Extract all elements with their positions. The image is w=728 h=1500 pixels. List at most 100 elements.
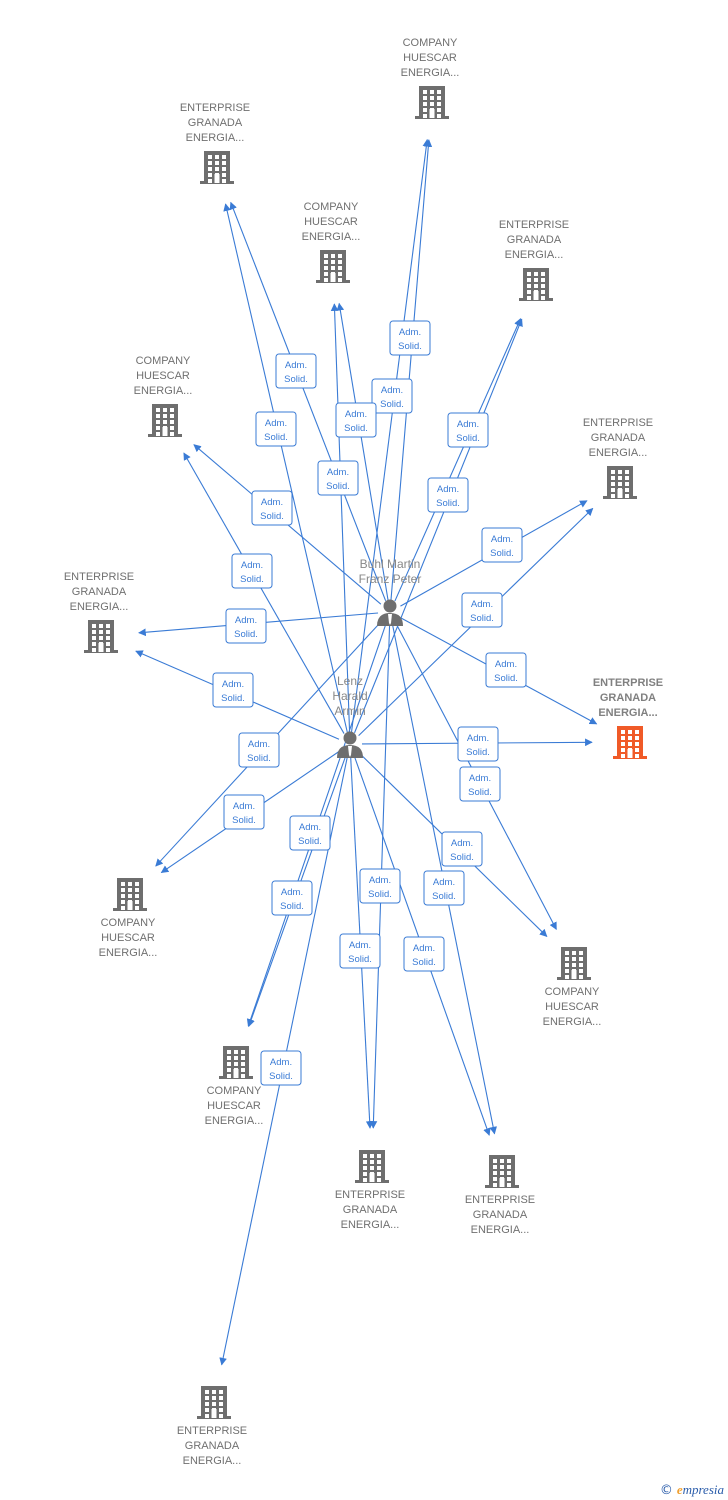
company-label: COMPANY (403, 37, 458, 49)
edge-label-text: Solid. (432, 891, 456, 902)
edge-label-text: Adm. (281, 887, 303, 898)
edge-label-text: Adm. (457, 419, 479, 430)
building-icon (84, 620, 118, 653)
edge-label-text: Solid. (234, 629, 258, 640)
building-icon (603, 466, 637, 499)
building-icon (219, 1046, 253, 1079)
edge-label-text: Solid. (380, 399, 404, 410)
company-label: GRANADA (72, 586, 127, 598)
edge-label-box (447, 412, 489, 448)
edge-label-text: Adm. (235, 615, 257, 626)
edge-label: Adm.Solid. (238, 732, 280, 768)
edge-label-box (225, 608, 267, 644)
edge-label-text: Solid. (456, 433, 480, 444)
edge-label-text: Adm. (265, 418, 287, 429)
company-node[interactable]: ENTERPRISE GRANADA ENERGIA... (64, 571, 134, 653)
edge-label-text: Adm. (451, 838, 473, 849)
company-label: ENTERPRISE (64, 571, 134, 583)
company-label: ENTERPRISE (335, 1189, 405, 1201)
building-icon (519, 268, 553, 301)
person-icon (377, 599, 403, 626)
company-node[interactable]: ENTERPRISEGRANADAENERGIA... (465, 1155, 535, 1236)
edge-label-text: Adm. (261, 497, 283, 508)
edge-p1-c4 (394, 318, 522, 602)
company-label: HUESCAR (207, 1100, 261, 1112)
edge-p1-c2 (229, 201, 387, 602)
company-node[interactable]: ENTERPRISEGRANADAENERGIA... (499, 219, 569, 301)
person-icon (337, 731, 363, 758)
edge-label-box (459, 766, 501, 802)
edge-label: Adm.Solid. (317, 460, 359, 496)
edge-label-text: Solid. (326, 481, 350, 492)
edge-label: Adm.Solid. (339, 933, 381, 969)
edge-label-box (275, 353, 317, 389)
edge-label-text: Solid. (260, 511, 284, 522)
company-node[interactable]: COMPANYHUESCARENERGIA... (302, 201, 361, 283)
edge-label-text: Adm. (241, 560, 263, 571)
company-node[interactable]: COMPANYHUESCARENERGIA... (205, 1046, 264, 1127)
edge-label-text: Solid. (221, 693, 245, 704)
edge-label: Adm.Solid. (459, 766, 501, 802)
company-label: COMPANY (136, 355, 191, 367)
edge-label-box (457, 726, 499, 762)
company-node[interactable]: COMPANY HUESCAR ENERGIA... (99, 878, 158, 959)
edge-label-box (441, 831, 483, 867)
company-label: ENERGIA... (543, 1016, 602, 1028)
company-label: ENERGIA... (598, 707, 657, 719)
edge-label: Adm. Solid. (403, 936, 445, 972)
person-label: Armin (334, 704, 365, 718)
edge-label-box (231, 553, 273, 589)
edge-label: Adm.Solid. (289, 815, 331, 851)
person-label: Lenz (337, 674, 363, 688)
edge-label-box (255, 411, 297, 447)
edge-label-box (423, 870, 465, 906)
company-node[interactable]: COMPANYHUESCARENERGIA... (543, 947, 602, 1028)
edge-label: Adm.Solid. (223, 794, 265, 830)
edge-label-text: Solid. (284, 374, 308, 385)
person-label: Buhl Martin (360, 557, 421, 571)
edge-label-text: Solid. (436, 498, 460, 509)
edge-label-text: Adm. (467, 733, 489, 744)
company-node[interactable]: ENTERPRISEGRANADAENERGIA... (593, 677, 663, 759)
company-label: ENERGIA... (99, 947, 158, 959)
edge-label: Adm. Solid. (260, 1050, 302, 1086)
edge-label-text: Adm. (491, 534, 513, 545)
edge-label-text: Adm. (413, 943, 435, 954)
company-label: COMPANY (101, 917, 156, 929)
company-label: ENERGIA... (302, 231, 361, 243)
edge-label-text: Adm. (495, 659, 517, 670)
edge-labels-layer: Adm. Solid. Adm. Solid. Adm. Solid. Adm. Solid.… (212, 320, 527, 1086)
edge-label-box (317, 460, 359, 496)
nodes-layer: COMPANY HUESCAR ENERGIA... ENTERPRISE GRANAD… (64, 37, 663, 1467)
company-node[interactable]: ENTERPRISEGRANADAENERGIA... (335, 1150, 405, 1231)
edge-label-text: Adm. (299, 822, 321, 833)
company-label: ENERGIA... (70, 601, 129, 613)
edge-label: Adm.Solid. (371, 378, 413, 414)
edge-label-text: Solid. (344, 423, 368, 434)
edge-label: Adm.Solid. (457, 726, 499, 762)
edge-label-text: Solid. (412, 957, 436, 968)
company-label: COMPANY (207, 1085, 262, 1097)
company-label: COMPANY (304, 201, 359, 213)
edge-label-text: Solid. (269, 1071, 293, 1082)
person-label: Harald (332, 689, 367, 703)
building-icon (197, 1386, 231, 1419)
company-node[interactable]: COMPANYHUESCARENERGIA... (401, 37, 460, 119)
edge-label-text: Solid. (490, 548, 514, 559)
company-node[interactable]: ENTERPRISEGRANADAENERGIA... (180, 102, 250, 184)
company-label: COMPANY (545, 986, 600, 998)
company-label: GRANADA (343, 1204, 398, 1216)
edge-label-box (238, 732, 280, 768)
edge-label-box (223, 794, 265, 830)
company-label: ENTERPRISE (180, 102, 250, 114)
building-icon (613, 726, 647, 759)
company-node[interactable]: ENTERPRISEGRANADAENERGIA... (583, 417, 653, 499)
company-label: HUESCAR (101, 932, 155, 944)
company-node[interactable]: ENTERPRISEGRANADAENERGIA... (177, 1386, 247, 1467)
company-node[interactable]: COMPANYHUESCARENERGIA... (134, 355, 193, 437)
edge-label-text: Adm. (399, 327, 421, 338)
edge-label-text: Adm. (222, 679, 244, 690)
edge-label-text: Adm. (270, 1057, 292, 1068)
